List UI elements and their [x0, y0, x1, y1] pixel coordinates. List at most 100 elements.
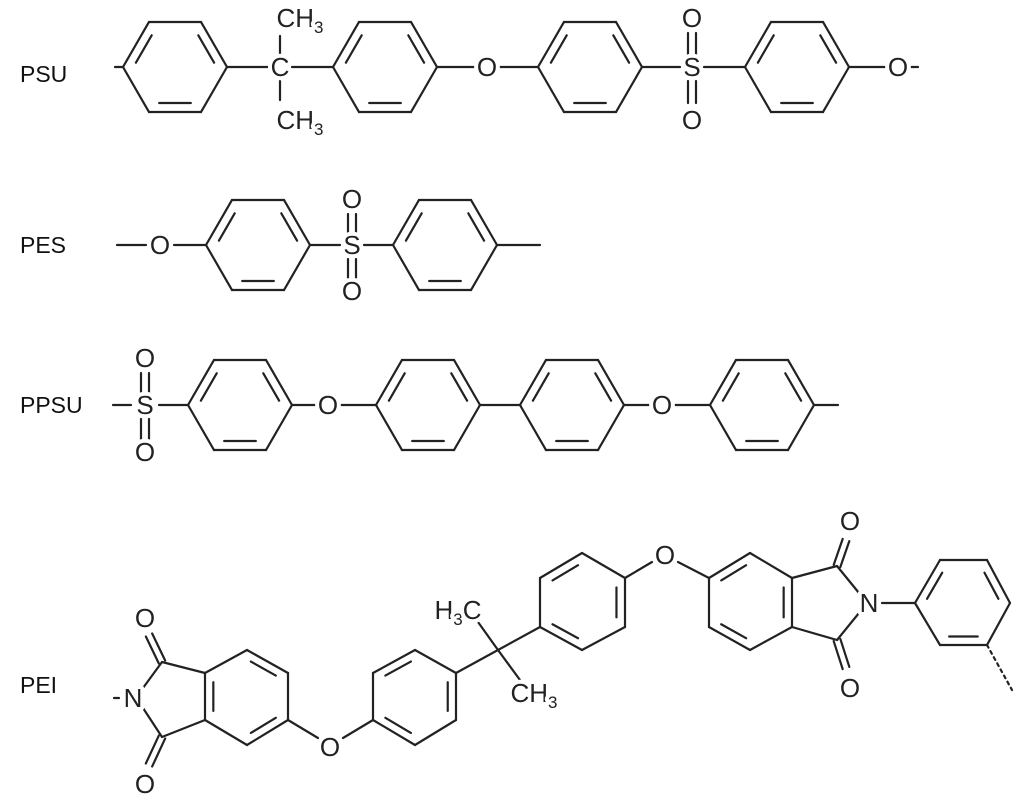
pei-phenyl-ring-3-inner-double-bond — [925, 571, 944, 600]
label-ppsu: PPSU — [20, 392, 83, 418]
pei-atom-o-bottom2: O — [840, 673, 860, 703]
pei-phenyl-ring-3-inner-double-bond — [983, 571, 1000, 600]
psu-ring-1-bond — [121, 65, 151, 114]
psu-ring-1-bond — [199, 20, 229, 69]
psu-atom-o-top: O — [682, 3, 702, 33]
psu-ring-3-bond — [536, 65, 566, 114]
ppsu-ring-3-inner-double-bond — [594, 372, 613, 402]
ppsu-ring-3-bond — [518, 358, 548, 407]
pei-phenyl-ring-2-bond — [580, 625, 627, 652]
pes-structure: O S O O — [146, 180, 366, 310]
ppsu-ring-4-inner-double-bond — [784, 372, 803, 402]
psu-ring-3-bond — [614, 20, 644, 69]
pei-co-double-bond — [151, 632, 167, 662]
psu-ring-4-inner-double-bond — [756, 34, 775, 64]
pei-benzo-ring-2-bond — [707, 551, 752, 580]
ppsu-ring-4-inner-double-bond — [721, 372, 740, 402]
pei-atom-o-bottom1: O — [135, 769, 155, 799]
bond — [790, 564, 839, 580]
label-pei: PEI — [20, 672, 57, 698]
psu-ring-2-bond — [409, 65, 439, 114]
pei-atom-o-ether2: O — [655, 540, 675, 570]
pei-atom-n2: N — [860, 588, 879, 618]
bond — [676, 560, 711, 580]
ppsu-ring-4-bond — [786, 403, 816, 452]
pei-benzo-ring-1-bond — [203, 648, 249, 675]
psu-ring-3-inner-double-bond — [612, 34, 631, 64]
psu-ch3-bottom: CH3 — [276, 105, 323, 139]
psu-ring-2-bond — [409, 20, 439, 69]
bond — [496, 625, 542, 652]
pei-phenyl-ring-3-bond — [985, 558, 1012, 605]
psu-ring-2-inner-double-bond — [407, 34, 426, 64]
pei-benzo-ring-2-bond — [748, 551, 794, 580]
pei-co-double-bond — [151, 737, 167, 768]
bond — [160, 660, 207, 675]
pes-ring-1-bond — [282, 243, 312, 292]
pei-structure: N O O O H3C CH3 O O O N — [120, 502, 883, 803]
bond — [835, 611, 861, 642]
pei-phenyl-ring-1-bond — [371, 718, 417, 747]
pei-benzo-ring-1-bond — [245, 648, 290, 675]
pes-atom-o-top: O — [342, 184, 362, 214]
pes-ring-1-inner-double-bond — [280, 212, 299, 242]
bond — [160, 718, 207, 739]
pes-atom-s: S — [343, 230, 360, 260]
ppsu-ring-2-bond — [452, 403, 482, 452]
ppsu-ring-1-bond — [186, 403, 216, 452]
psu-ring-2-bond — [331, 65, 361, 114]
pei-phenyl-ring-2-bond — [580, 551, 627, 580]
pei-phenyl-ring-2-inner-double-bond — [551, 564, 580, 582]
psu-ring-3-bond — [614, 65, 644, 114]
pei-phenyl-ring-2-bond — [538, 625, 584, 652]
pes-ring-1-bond — [204, 198, 234, 247]
pei-phenyl-ring-1-inner-double-bond — [384, 716, 413, 735]
ppsu-ring-2-bond — [374, 403, 404, 452]
pei-dashed-continuation-bond — [985, 643, 1014, 692]
ppsu-atom-o1: O — [318, 390, 338, 420]
ppsu-ring-3-bond — [596, 358, 626, 407]
ppsu-ring-4-bond — [708, 403, 738, 452]
pes-ring-2-bond — [469, 243, 499, 292]
pei-atom-o-ether1: O — [320, 732, 340, 762]
pei-benzo-ring-1-inner-double-bond — [249, 660, 277, 677]
psu-structure: C CH3 CH3 O S O O O — [267, 0, 913, 143]
pei-h3c: H3C — [434, 595, 481, 629]
ppsu-ring-3-bond — [518, 403, 548, 452]
pes-atom-o: O — [150, 230, 170, 260]
psu-atom-o-bottom: O — [682, 105, 702, 135]
ppsu-ring-1-inner-double-bond — [262, 372, 281, 402]
ppsu-ring-2-inner-double-bond — [450, 372, 469, 402]
pei-co-double-bond — [839, 637, 851, 669]
ppsu-ring-2-bond — [452, 358, 482, 407]
psu-ring-1-inner-double-bond — [134, 34, 153, 64]
pes-ring-2-inner-double-bond — [467, 212, 486, 242]
psu-atom-c: C — [271, 52, 290, 82]
bond — [141, 706, 164, 739]
pei-phenyl-ring-1-bond — [371, 648, 417, 675]
bond — [454, 648, 500, 675]
label-psu: PSU — [20, 61, 67, 87]
pei-co-double-bond — [839, 540, 851, 569]
pei-benzo-ring-1-inner-double-bond — [249, 716, 277, 735]
psu-atom-o-end: O — [888, 52, 908, 82]
pei-ch3: CH3 — [510, 678, 557, 712]
pei-phenyl-ring-1-bond — [413, 648, 458, 675]
ppsu-ring-4-bond — [708, 358, 738, 407]
psu-ring-3-inner-double-bond — [549, 34, 568, 64]
psu-ring-2-inner-double-bond — [344, 34, 363, 64]
psu-atom-s: S — [683, 52, 700, 82]
bond — [286, 718, 320, 740]
bond — [835, 564, 861, 595]
pei-phenyl-ring-2-inner-double-bond — [551, 623, 580, 640]
ppsu-atom-o-top: O — [135, 343, 155, 373]
ppsu-ring-3-inner-double-bond — [531, 372, 550, 402]
bond — [623, 560, 654, 580]
psu-ring-4-bond — [743, 20, 773, 69]
pei-atom-o-top2: O — [840, 506, 860, 536]
pes-ring-2-inner-double-bond — [404, 212, 423, 242]
pei-phenyl-ring-3-bond — [913, 601, 942, 647]
pes-ring-2-bond — [391, 243, 421, 292]
pei-benzo-ring-2-bond — [707, 625, 752, 652]
